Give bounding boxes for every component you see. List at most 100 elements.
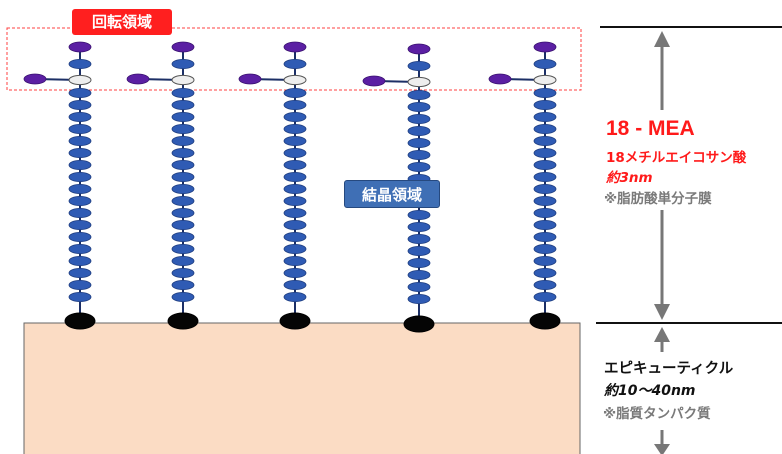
methylene-segment — [533, 112, 557, 123]
fatty-acid-chain — [126, 41, 199, 330]
methylene-segment — [171, 100, 195, 111]
mea-thickness-arrow — [654, 31, 670, 320]
epicuticle-thickness: 約10～40nm — [604, 383, 696, 399]
anchor-head-group — [167, 312, 199, 330]
methylene-segment — [171, 59, 195, 70]
methylene-segment — [171, 231, 195, 242]
epicuticle-thickness-arrow — [654, 327, 670, 454]
methylene-segment — [283, 88, 307, 99]
methylene-segment — [533, 135, 557, 146]
methylene-segment — [171, 219, 195, 230]
methylene-segment — [533, 255, 557, 266]
methylene-segment — [283, 219, 307, 230]
methylene-segment — [68, 267, 92, 278]
methylene-segment — [533, 171, 557, 182]
branch-carbon-node — [171, 74, 195, 86]
epicuticle-substrate — [23, 322, 581, 454]
methylene-segment — [533, 159, 557, 170]
crystal-region-label: 結晶領域 — [344, 180, 440, 208]
methylene-segment — [407, 281, 431, 292]
methylene-segment — [171, 112, 195, 123]
fatty-acid-chain — [488, 41, 561, 330]
methylene-segment — [407, 161, 431, 172]
methylene-segment — [283, 279, 307, 290]
methylene-segment — [533, 267, 557, 278]
terminal-methyl-group — [407, 43, 431, 55]
branch-carbon-node — [407, 76, 431, 88]
methylene-segment — [283, 183, 307, 194]
methylene-segment — [171, 195, 195, 206]
methylene-segment — [68, 207, 92, 218]
epicuticle-note: ※脂質タンパク質 — [603, 406, 711, 422]
methylene-segment — [171, 124, 195, 135]
methylene-segment — [283, 171, 307, 182]
mea-note: ※脂肪酸単分子膜 — [604, 191, 712, 207]
methylene-segment — [68, 100, 92, 111]
branch-methyl-group — [23, 73, 47, 85]
anchor-head-group — [64, 312, 96, 330]
methylene-segment — [283, 255, 307, 266]
methylene-segment — [68, 243, 92, 254]
methylene-segment — [533, 219, 557, 230]
anchor-head-group — [529, 312, 561, 330]
methylene-segment — [171, 207, 195, 218]
fatty-acid-chain — [23, 41, 96, 330]
methylene-segment — [407, 114, 431, 125]
branch-methyl-group — [126, 73, 150, 85]
branch-methyl-group — [238, 73, 262, 85]
terminal-methyl-group — [171, 41, 195, 53]
methylene-segment — [407, 149, 431, 160]
methylene-segment — [533, 195, 557, 206]
methylene-segment — [407, 233, 431, 244]
methylene-segment — [533, 291, 557, 302]
methylene-segment — [283, 291, 307, 302]
methylene-segment — [283, 135, 307, 146]
methylene-segment — [171, 183, 195, 194]
methylene-segment — [68, 231, 92, 242]
methylene-segment — [283, 159, 307, 170]
methylene-segment — [68, 159, 92, 170]
methylene-segment — [407, 293, 431, 304]
methylene-segment — [171, 171, 195, 182]
methylene-segment — [171, 88, 195, 99]
methylene-segment — [283, 59, 307, 70]
methylene-segment — [407, 245, 431, 256]
mea-title: 18 - MEA — [606, 117, 695, 140]
methylene-segment — [171, 267, 195, 278]
methylene-segment — [68, 135, 92, 146]
mea-thickness: 約3nm — [606, 170, 653, 186]
methylene-segment — [533, 183, 557, 194]
methylene-segment — [533, 88, 557, 99]
methylene-segment — [68, 112, 92, 123]
methylene-segment — [283, 124, 307, 135]
methylene-segment — [171, 147, 195, 158]
methylene-segment — [533, 207, 557, 218]
methylene-segment — [171, 243, 195, 254]
methylene-segment — [68, 171, 92, 182]
epicuticle-title: エピキューティクル — [604, 361, 734, 377]
methylene-segment — [68, 291, 92, 302]
methylene-segment — [533, 100, 557, 111]
branch-carbon-node — [533, 74, 557, 86]
methylene-segment — [407, 209, 431, 220]
methylene-segment — [407, 221, 431, 232]
methylene-segment — [407, 102, 431, 113]
methylene-segment — [407, 257, 431, 268]
rotation-region-label: 回転領域 — [72, 9, 172, 35]
methylene-segment — [171, 291, 195, 302]
methylene-segment — [283, 112, 307, 123]
branch-carbon-node — [68, 74, 92, 86]
methylene-segment — [533, 59, 557, 70]
methylene-segment — [68, 183, 92, 194]
methylene-segment — [68, 59, 92, 70]
methylene-segment — [283, 243, 307, 254]
methylene-segment — [171, 279, 195, 290]
methylene-segment — [283, 147, 307, 158]
terminal-methyl-group — [68, 41, 92, 53]
methylene-segment — [171, 135, 195, 146]
methylene-segment — [283, 195, 307, 206]
methylene-segment — [533, 279, 557, 290]
branch-methyl-group — [488, 73, 512, 85]
terminal-methyl-group — [533, 41, 557, 53]
